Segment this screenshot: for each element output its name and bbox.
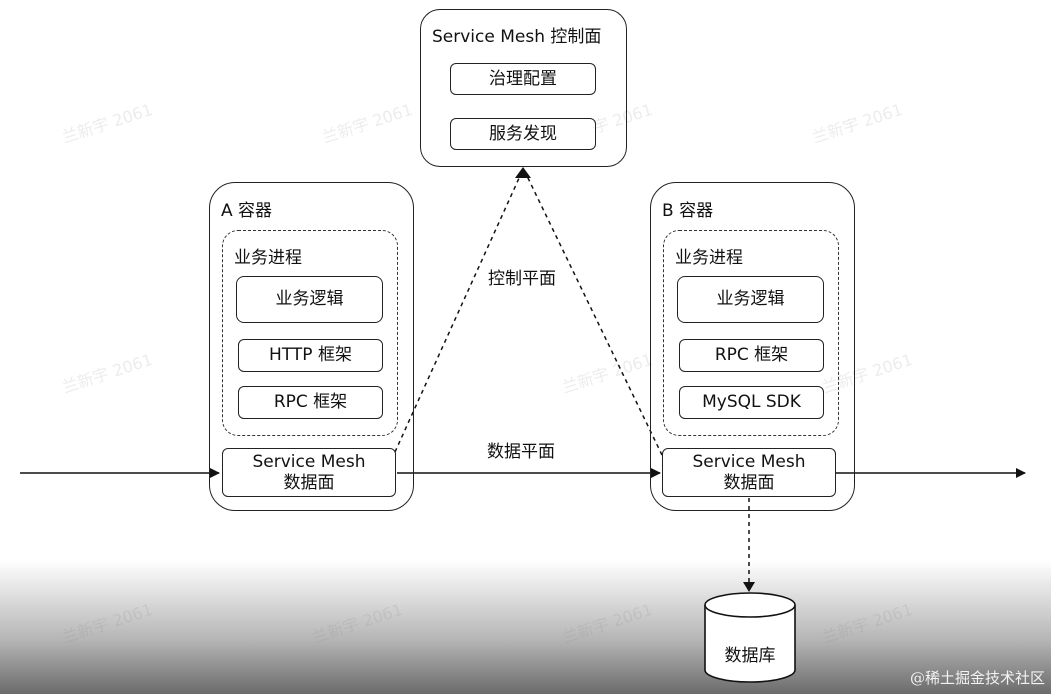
container-a-process-title: 业务进程	[234, 248, 302, 268]
container-b-title: B 容器	[662, 201, 714, 221]
container-a-process	[222, 230, 398, 436]
service-discovery-box: 服务发现	[450, 118, 596, 150]
container-b-mesh-line1: Service Mesh	[692, 451, 806, 472]
container-a-logic-box: 业务逻辑	[236, 276, 383, 323]
db-arrow-head	[743, 582, 755, 592]
container-a-mesh-line2: 数据面	[283, 472, 335, 493]
container-b-process-title: 业务进程	[675, 248, 743, 268]
container-a-mesh-box: Service Mesh 数据面	[222, 448, 396, 497]
container-a-http-box: HTTP 框架	[238, 339, 383, 372]
database-cylinder	[704, 592, 796, 683]
source-watermark: @稀土掘金技术社区	[909, 669, 1045, 687]
container-a	[209, 182, 414, 511]
control-line-a	[394, 175, 521, 453]
control-plane-box	[420, 9, 627, 167]
control-plane-label: 控制平面	[488, 269, 556, 289]
container-b-process	[663, 230, 839, 436]
governance-config-box: 治理配置	[450, 63, 596, 95]
container-b-mesh-line2: 数据面	[723, 472, 775, 493]
container-a-title: A 容器	[221, 201, 273, 221]
control-plane-title: Service Mesh 控制面	[432, 27, 602, 47]
container-b-mysql-box: MySQL SDK	[679, 386, 824, 419]
container-a-mesh-line1: Service Mesh	[252, 451, 366, 472]
container-b-logic-box: 业务逻辑	[677, 276, 824, 323]
control-arrow-head	[515, 167, 531, 178]
container-a-rpc-box: RPC 框架	[238, 386, 383, 419]
control-line-b	[526, 175, 663, 456]
container-b-rpc-box: RPC 框架	[679, 339, 824, 372]
container-b-mesh-box: Service Mesh 数据面	[662, 448, 836, 497]
data-plane-label: 数据平面	[487, 442, 555, 462]
database-label: 数据库	[724, 646, 776, 666]
container-b	[650, 182, 855, 511]
